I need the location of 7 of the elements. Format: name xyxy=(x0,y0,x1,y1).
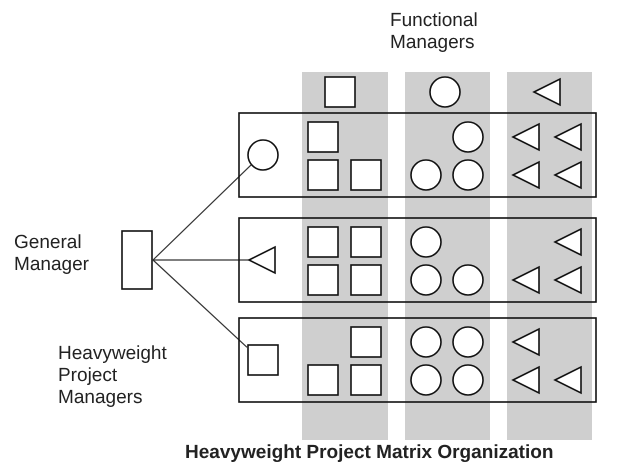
connector-line xyxy=(153,259,249,261)
role-label: General Manager xyxy=(14,232,90,276)
role-label: Functional Managers xyxy=(390,10,479,54)
connector-line xyxy=(152,164,252,260)
caption: Heavyweight Project Matrix Organization xyxy=(185,442,554,464)
connector-line xyxy=(152,260,248,348)
role-label: Heavyweight Project Managers xyxy=(58,343,168,409)
